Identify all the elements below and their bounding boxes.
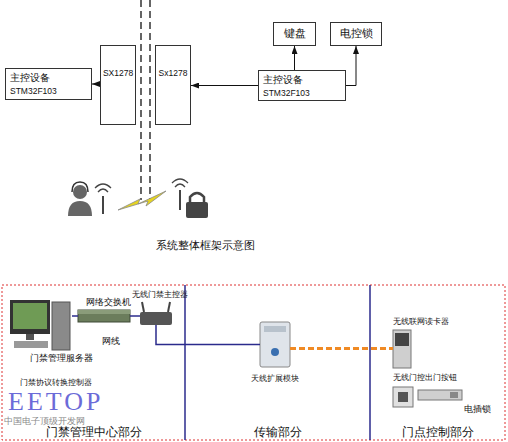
switch-image — [78, 310, 130, 322]
node-label: 主控设备 — [10, 72, 50, 84]
controller-box: 主控设备 STM32F103 — [258, 70, 346, 101]
node-label: 无线门控出门按钮 — [393, 373, 457, 383]
router-image — [140, 312, 172, 325]
monitor-screen — [13, 303, 47, 329]
switch-image — [78, 310, 130, 314]
reader-device: 无线联网读卡器 — [393, 330, 411, 368]
node-label: 无线联网读卡器 — [393, 317, 449, 327]
wifi-icon — [172, 179, 188, 187]
person-icon — [68, 201, 92, 216]
node-sublabel: STM32F103 — [10, 86, 57, 96]
button-image — [398, 392, 408, 402]
connector — [156, 325, 260, 345]
controller-box: 主控设备 STM32F103 — [5, 68, 92, 100]
monitor-stand — [26, 334, 34, 340]
lock-icon — [190, 193, 204, 203]
watermark: 中国电子顶级开发网 — [4, 416, 85, 427]
button-device: 无线门控出门按钮 — [393, 387, 413, 407]
node-label: 门禁管理中心部分 — [2, 425, 185, 439]
node-sublabel: STM32F103 — [263, 88, 310, 98]
connector — [191, 85, 258, 86]
radio-module-box: SX1278 — [100, 45, 136, 125]
antenna-icon — [102, 196, 104, 214]
button-image — [393, 387, 413, 407]
node-label: 主控设备 — [263, 74, 303, 86]
figure-caption: 系统整体框架示意图 — [145, 239, 265, 252]
node-label: SX1278 — [101, 68, 135, 78]
server-device: 门禁管理服务器 — [8, 298, 72, 352]
router-antenna — [142, 302, 144, 312]
keypad-box: 键盘 — [273, 22, 316, 46]
node-label: 门禁管理服务器 — [30, 353, 93, 364]
watermark: EETOP — [8, 386, 103, 417]
module-image — [264, 326, 286, 332]
node-label: 网络交换机 — [86, 297, 131, 308]
controller-device: 无线门禁主控器 — [140, 305, 172, 325]
node-label: 键盘 — [274, 27, 315, 40]
section-divider — [184, 285, 186, 440]
node-label: 电控锁 — [331, 27, 381, 40]
radio-module-box: Sx1278 — [155, 45, 191, 125]
module-logo — [271, 348, 279, 356]
wifi-icon — [95, 184, 111, 192]
connector — [92, 84, 100, 85]
monitor-image — [10, 300, 50, 334]
channel-line — [140, 0, 142, 200]
node-label: 无线门禁主控器 — [132, 290, 188, 299]
reader-image — [393, 330, 411, 368]
section-band: 传输部分 天线扩展模块 — [185, 285, 370, 440]
keyboard-image — [14, 341, 48, 348]
node-label: 电插锁 — [464, 404, 491, 415]
headset-icon — [72, 182, 88, 192]
node-label: 传输部分 — [185, 425, 370, 439]
channel-line — [149, 0, 151, 200]
frame-border — [2, 285, 505, 440]
module-image — [260, 322, 290, 367]
node-label: 门点控制部分 — [370, 425, 505, 439]
connector — [290, 347, 393, 350]
lock-device: 电插锁 — [418, 390, 462, 400]
section-divider — [369, 285, 371, 440]
connector — [72, 315, 78, 317]
lock-icon — [186, 202, 208, 218]
lock-box: 电控锁 — [330, 22, 382, 46]
module-device: 天线扩展模块 — [260, 322, 290, 367]
lock-image — [418, 390, 462, 400]
connector — [294, 46, 295, 70]
person-icon — [73, 185, 87, 199]
node-label: Sx1278 — [156, 68, 190, 78]
lightning-symbol — [118, 191, 166, 210]
cable-label: 网线 — [102, 336, 120, 347]
connector — [346, 46, 356, 86]
connector — [130, 315, 140, 317]
device-note: 门禁协议转换控制器 — [20, 378, 92, 388]
lock-bolt — [450, 392, 458, 398]
node-label: 天线扩展模块 — [251, 374, 299, 384]
switch-device: 网络交换机 — [78, 310, 130, 322]
section-band: 门点控制部分无线联网读卡器无线门控出门按钮电插锁 — [370, 285, 505, 440]
reader-panel — [395, 333, 409, 346]
antenna-icon — [179, 190, 181, 210]
tower-image — [52, 302, 70, 350]
router-antenna — [168, 302, 170, 312]
